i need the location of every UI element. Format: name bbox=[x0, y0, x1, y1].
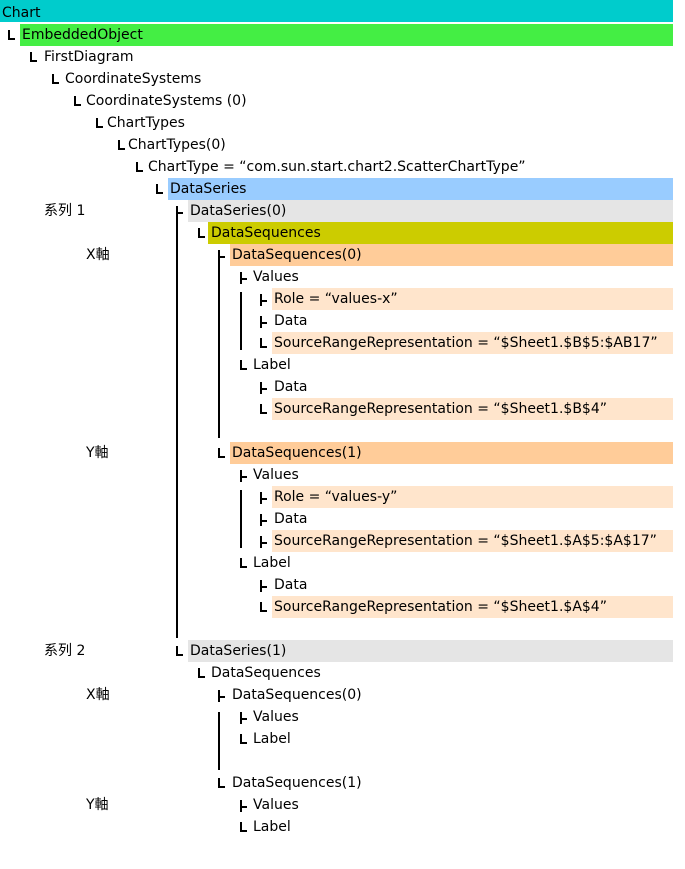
chart-types-0-connector bbox=[118, 140, 125, 150]
data-series-band bbox=[168, 178, 673, 200]
series1-y-source-values-connector bbox=[260, 536, 267, 548]
series2-x-values-connector bbox=[240, 712, 247, 724]
chart-type-connector bbox=[136, 162, 143, 172]
series2-connector bbox=[176, 646, 183, 656]
node-series1-x-source-label: SourceRangeRepresentation = “$Sheet1.$B$… bbox=[274, 401, 607, 417]
node-series2-sequences: DataSequences bbox=[211, 665, 321, 681]
first-diagram-connector bbox=[30, 52, 37, 62]
node-series1-y-label-data: Data bbox=[274, 577, 308, 593]
series1-y-role-connector bbox=[260, 492, 267, 504]
node-series1-y-label: Label bbox=[253, 555, 291, 571]
node-series1-y: DataSequences(1) bbox=[232, 445, 362, 461]
series1-x-label-data-connector bbox=[260, 382, 267, 394]
series1-x-band bbox=[230, 244, 673, 266]
node-series2-y-label: Label bbox=[253, 819, 291, 835]
chart-band bbox=[0, 0, 673, 22]
series1-y-source-label-connector bbox=[260, 602, 267, 612]
series2-sequences-connector bbox=[198, 668, 205, 678]
node-coordinate-systems: CoordinateSystems bbox=[65, 71, 202, 87]
node-series1-y-source-label: SourceRangeRepresentation = “$Sheet1.$A$… bbox=[274, 599, 607, 615]
node-series2-x-values: Values bbox=[253, 709, 299, 725]
series1-y-role-band bbox=[272, 486, 673, 508]
node-series1-y-data: Data bbox=[274, 511, 308, 527]
data-series-connector bbox=[156, 184, 163, 194]
series1-connector bbox=[176, 206, 183, 218]
series1-x-trunk-line bbox=[218, 250, 220, 438]
series1-y-band bbox=[230, 442, 673, 464]
series1-side-label: 系列 1 bbox=[44, 203, 86, 219]
series2-y-side-label: Y軸 bbox=[86, 797, 109, 813]
node-series2-x-label: Label bbox=[253, 731, 291, 747]
embedded-object-band bbox=[20, 24, 673, 46]
node-series1-sequences: DataSequences bbox=[211, 225, 321, 241]
node-series1-x-data: Data bbox=[274, 313, 308, 329]
node-series1-x-values: Values bbox=[253, 269, 299, 285]
series1-y-values-line bbox=[240, 490, 242, 548]
chart-types-connector bbox=[96, 118, 103, 128]
series2-y-values-connector bbox=[240, 800, 247, 812]
series1-x-label-connector bbox=[240, 360, 247, 370]
coordinate-systems-0-connector bbox=[74, 96, 81, 106]
series2-side-label: 系列 2 bbox=[44, 643, 86, 659]
series1-y-side-label: Y軸 bbox=[86, 445, 109, 461]
series1-x-values-line bbox=[240, 292, 242, 350]
series1-y-label-data-connector bbox=[260, 580, 267, 592]
node-embedded-object: EmbeddedObject bbox=[22, 27, 143, 43]
series2-x-side-label: X軸 bbox=[86, 687, 110, 703]
series1-band bbox=[188, 200, 673, 222]
node-series1-y-source-values: SourceRangeRepresentation = “$Sheet1.$A$… bbox=[274, 533, 657, 549]
node-chart-types: ChartTypes bbox=[107, 115, 185, 131]
series-trunk-line bbox=[176, 206, 178, 638]
series1-x-source-values-connector bbox=[260, 338, 267, 348]
node-series2-x: DataSequences(0) bbox=[232, 687, 362, 703]
series2-y-label-connector bbox=[240, 822, 247, 832]
series2-y-connector bbox=[218, 778, 225, 788]
node-series1-x: DataSequences(0) bbox=[232, 247, 362, 263]
series1-y-data-connector bbox=[260, 514, 267, 526]
series1-x-role-connector bbox=[260, 294, 267, 306]
series1-y-source-label-band bbox=[272, 596, 673, 618]
node-series2-y: DataSequences(1) bbox=[232, 775, 362, 791]
node-chart-type: ChartType = “com.sun.start.chart2.Scatte… bbox=[148, 159, 526, 175]
series1-sequences-band bbox=[208, 222, 673, 244]
series1-x-source-values-band bbox=[272, 332, 673, 354]
node-first-diagram: FirstDiagram bbox=[44, 49, 134, 65]
node-series1: DataSeries(0) bbox=[190, 203, 287, 219]
node-series1-y-role: Role = “values-y” bbox=[274, 489, 398, 505]
node-series1-x-role: Role = “values-x” bbox=[274, 291, 398, 307]
series1-x-role-band bbox=[272, 288, 673, 310]
series1-x-connector bbox=[218, 250, 225, 262]
node-series1-x-label-data: Data bbox=[274, 379, 308, 395]
node-series1-y-values: Values bbox=[253, 467, 299, 483]
series1-sequences-connector bbox=[198, 228, 205, 238]
series1-x-side-label: X軸 bbox=[86, 247, 110, 263]
node-coordinate-systems-0: CoordinateSystems (0) bbox=[86, 93, 247, 109]
node-data-series: DataSeries bbox=[170, 181, 247, 197]
coordinate-systems-connector bbox=[52, 74, 59, 84]
series2-band bbox=[188, 640, 673, 662]
embedded-connector bbox=[8, 30, 15, 40]
node-series2-y-values: Values bbox=[253, 797, 299, 813]
series1-x-values-connector bbox=[240, 272, 247, 284]
series1-x-source-label-connector bbox=[260, 404, 267, 414]
series1-x-source-label-band bbox=[272, 398, 673, 420]
series1-y-source-values-band bbox=[272, 530, 673, 552]
node-series1-x-label: Label bbox=[253, 357, 291, 373]
node-series1-x-source-values: SourceRangeRepresentation = “$Sheet1.$B$… bbox=[274, 335, 658, 351]
series1-y-values-connector bbox=[240, 470, 247, 482]
series1-y-label-connector bbox=[240, 558, 247, 568]
series2-x-trunk-line bbox=[218, 712, 220, 770]
series2-x-connector bbox=[218, 690, 225, 702]
node-chart: Chart bbox=[2, 5, 41, 21]
series2-x-label-connector bbox=[240, 734, 247, 744]
series1-x-data-connector bbox=[260, 316, 267, 328]
series1-y-connector bbox=[218, 448, 225, 458]
node-chart-types-0: ChartTypes(0) bbox=[128, 137, 226, 153]
node-series2: DataSeries(1) bbox=[190, 643, 287, 659]
